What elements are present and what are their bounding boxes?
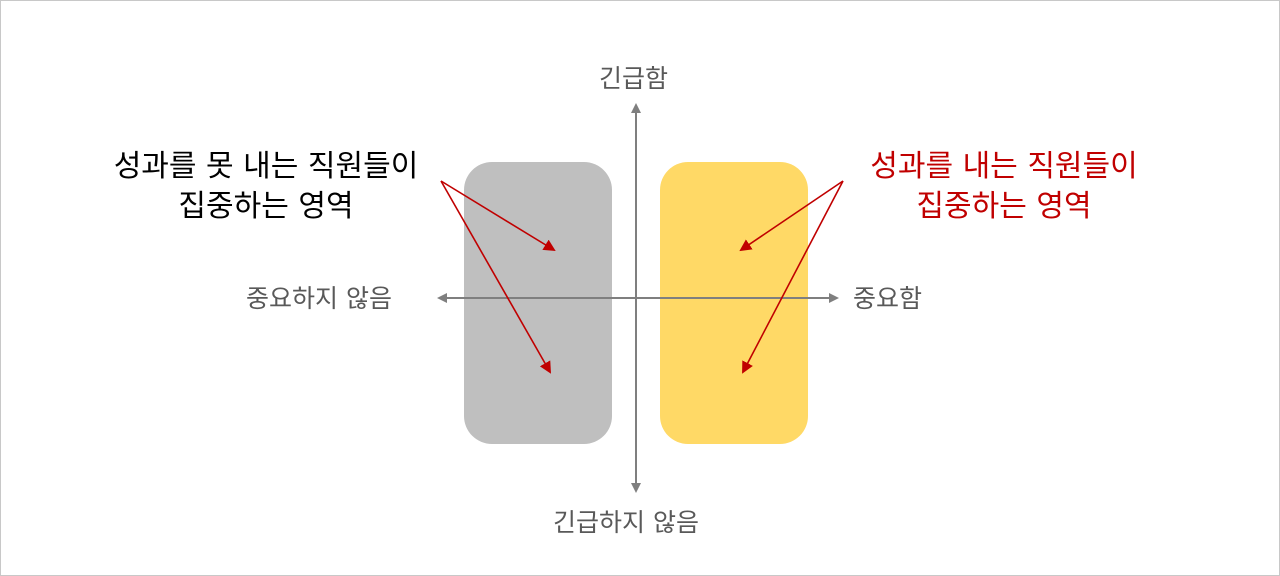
left-arrow-lower	[440, 180, 551, 374]
right-quadrant-region	[660, 162, 808, 444]
callout-high-performers: 성과를 내는 직원들이 집중하는 영역	[849, 147, 1159, 227]
axis-label-important: 중요함	[853, 284, 923, 313]
axis-label-urgent: 긴급함	[599, 64, 669, 93]
callout-right-line1: 성과를 내는 직원들이	[870, 149, 1138, 184]
callout-left-line2: 집중하는 영역	[178, 189, 354, 224]
callout-right-line2: 집중하는 영역	[916, 189, 1092, 224]
callout-low-performers: 성과를 못 내는 직원들이 집중하는 영역	[93, 147, 439, 227]
axis-label-not-important: 중요하지 않음	[246, 284, 392, 313]
callout-left-line1: 성과를 못 내는 직원들이	[113, 149, 419, 184]
right-arrow-upper	[739, 180, 844, 252]
left-arrow-upper	[440, 180, 556, 252]
right-arrow-lower	[742, 180, 844, 374]
left-quadrant-region	[464, 162, 612, 444]
axis-label-not-urgent: 긴급하지 않음	[553, 508, 699, 537]
